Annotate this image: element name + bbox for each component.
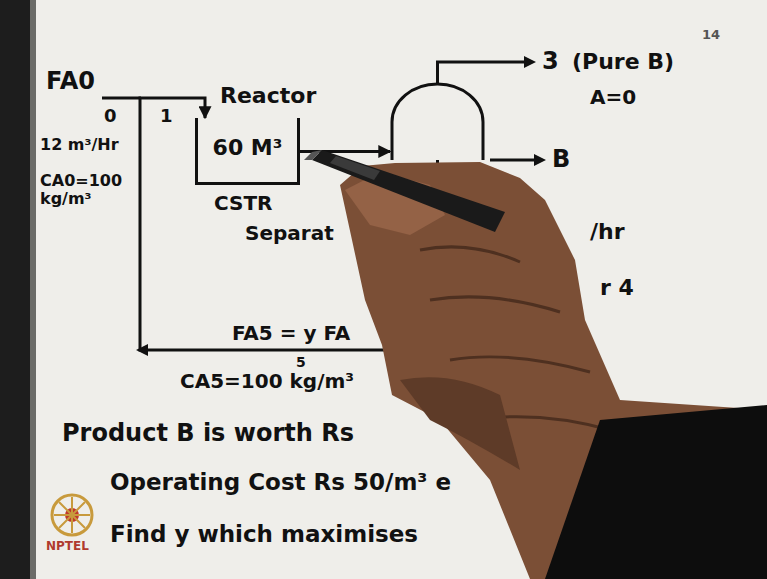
stream-label: FA5 = y FA [230, 322, 352, 344]
column-outline [390, 82, 485, 160]
feed-concentration: CA0=100 kg/m³ [40, 172, 134, 207]
column-outline-path [392, 84, 483, 160]
stream-note: (Pure B) [572, 50, 674, 74]
marker-pen [312, 150, 505, 232]
knuckle-shade [400, 377, 520, 470]
stream-number: 0 [104, 106, 117, 126]
reactor-type: CSTR [214, 192, 273, 214]
sleeve [545, 405, 767, 579]
arrow-head [534, 154, 546, 166]
page-number: 14 [702, 28, 720, 42]
stream-note: r 4 [600, 276, 634, 300]
flow-rate: 12 m³/Hr [40, 136, 119, 154]
stream-number: 1 [160, 106, 173, 126]
subscript-note: 5 [296, 355, 306, 370]
top-product-line [438, 62, 527, 84]
reactor-tank: Reactor60 M³CSTR [195, 118, 300, 185]
stream-note: A=0 [590, 86, 636, 108]
logo-spokes [54, 497, 90, 533]
arrow-head [524, 56, 536, 68]
logo-ring [52, 495, 92, 535]
stream-note: /hr [590, 220, 625, 244]
watermark: NPTEL [46, 540, 89, 553]
separator-column: Separat [390, 82, 485, 160]
node-heading: Separat [245, 222, 334, 244]
recycle-concentration: CA5=100 kg/m³ [180, 370, 354, 392]
bottom-product-line [490, 159, 536, 162]
paper-edge-fade [30, 0, 36, 579]
stream-symbol: FA0 [46, 68, 95, 94]
problem-text: Find y which maximises [110, 522, 418, 547]
volume-text: 60 M³ [198, 136, 297, 160]
feed-line [102, 97, 141, 100]
stream-number: 3 [542, 48, 559, 74]
node-heading: Reactor [220, 84, 316, 108]
product-name: B [552, 146, 570, 172]
problem-text: Product B is worth Rs [62, 420, 354, 446]
problem-text: Operating Cost Rs 50/m³ e [110, 470, 451, 495]
paper-edge-shadow [0, 0, 30, 579]
pen-tip [304, 150, 322, 160]
hand [340, 162, 767, 579]
pen-grip [330, 156, 380, 180]
